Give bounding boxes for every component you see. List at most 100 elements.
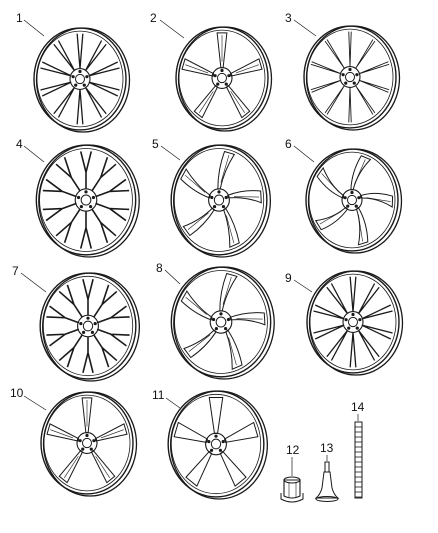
lug-hole [81,447,85,451]
lug-nut-12 [280,476,304,503]
spoke [180,168,211,199]
lug-hole [84,190,88,194]
lug-hole [354,204,358,208]
leaders-layer [20,19,359,476]
lug-hole [82,83,86,87]
callout-label-8: 8 [156,261,163,275]
spoke-groove [235,64,259,74]
spoke [216,32,228,69]
hub [339,66,361,88]
lug-hole [214,434,218,438]
lug-nut-flange [280,493,304,503]
lug-hole [91,195,96,200]
valve-base [315,496,339,502]
wheel-7 [39,272,141,382]
spoke [348,87,352,123]
spoke [79,211,93,249]
center-bore [345,71,355,83]
rim-lip [40,391,134,495]
lug-hole [93,321,97,326]
callout-label-14: 14 [351,400,365,414]
spoke [359,192,394,208]
rim-lip [33,27,127,131]
spoke-groove [226,215,235,244]
rim-lip [303,25,397,129]
spoke [173,421,209,443]
spoke-groove [358,214,363,242]
rim-lip [175,26,269,130]
wheels-layer [33,25,404,500]
spoke [225,329,243,371]
spoke [79,151,93,189]
rim-lip [167,390,265,498]
spoke [355,206,369,246]
spoke-groove [187,212,209,230]
spoke [53,40,76,72]
spoke [326,283,349,315]
spoke [358,79,390,93]
center-bore [215,316,227,328]
wheel-10 [40,391,138,497]
spokes [181,32,263,119]
weight-strip [354,421,363,499]
spokes [314,155,394,246]
spoke [94,423,128,442]
center-bore [213,194,225,206]
rim-lip [306,270,400,374]
spoke [326,329,349,361]
spoke [96,328,130,347]
spoke-groove [319,211,342,225]
rim-inner-edge [170,393,262,495]
spoke [91,208,117,243]
spoke-groove [185,64,209,74]
wheel-4 [35,144,140,258]
callout-label-2: 2 [150,11,157,25]
spokes [310,31,390,123]
spoke-groove [100,429,124,439]
spoke [40,81,72,97]
lug-hole [220,68,224,73]
center-bore [210,438,222,450]
spokes [46,279,130,373]
leader-line-5 [160,145,181,161]
hub [205,432,227,456]
lug-hole [212,204,217,209]
hub [342,311,364,333]
lug-hole [347,326,351,330]
spoke [88,81,120,97]
spoke [53,86,76,118]
lug-hole [355,73,359,77]
lug-hole [350,190,354,195]
spoke-groove [354,159,366,184]
rim-inner-edge [309,273,397,371]
hub [209,310,233,334]
lug-hole [341,73,345,77]
leader-line-1 [23,19,45,37]
lug-hole [207,439,211,444]
rim-outer-edge [305,25,401,131]
rim-inner-edge [36,30,124,128]
callout-label-3: 3 [285,11,292,25]
spokes [173,396,259,487]
spoke [219,450,247,487]
spoke-groove [95,456,110,478]
spoke [180,290,213,321]
callout-label-9: 9 [285,271,292,285]
lug-hole [89,204,93,209]
lug-hole [85,433,89,438]
spoke [217,150,236,190]
spoke [349,276,357,312]
spokes [313,276,393,368]
lug-hole [74,83,78,87]
callout-label-12: 12 [286,443,300,457]
hub [76,432,98,454]
spoke [223,421,259,443]
callout-label-4: 4 [16,137,23,151]
spoke-groove [222,276,232,305]
spokes [180,150,262,249]
lug-hole [78,69,82,74]
spoke [42,202,77,222]
spoke [361,304,393,320]
spokes [42,151,130,249]
lug-hole [217,190,221,194]
